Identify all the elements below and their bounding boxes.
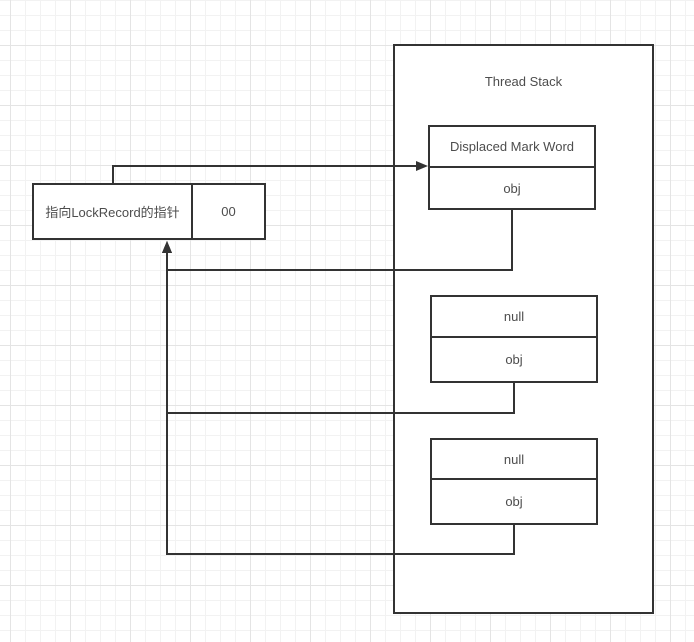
object-mark-word-box: 指向LockRecord的指针 00 — [32, 183, 266, 240]
lock-record-frame-2: null obj — [430, 295, 598, 383]
thread-stack-title: Thread Stack — [484, 74, 563, 89]
obj-cell-3: obj — [505, 494, 523, 509]
lock-flag-bits-cell: 00 — [221, 204, 236, 219]
obj-cell-2: obj — [505, 352, 523, 367]
arrow-markword-to-lockrecord — [112, 161, 428, 183]
displaced-mark-word-cell: Displaced Mark Word — [430, 127, 594, 168]
lock-record-frame-3: null obj — [430, 438, 598, 525]
null-cell-3: null — [432, 440, 596, 480]
lock-record-frame-1: Displaced Mark Word obj — [428, 125, 596, 210]
pointer-to-lockrecord-cell: 指向LockRecord的指针 — [34, 185, 193, 238]
null-cell-2: null — [432, 297, 596, 338]
obj-cell-1: obj — [503, 180, 521, 196]
